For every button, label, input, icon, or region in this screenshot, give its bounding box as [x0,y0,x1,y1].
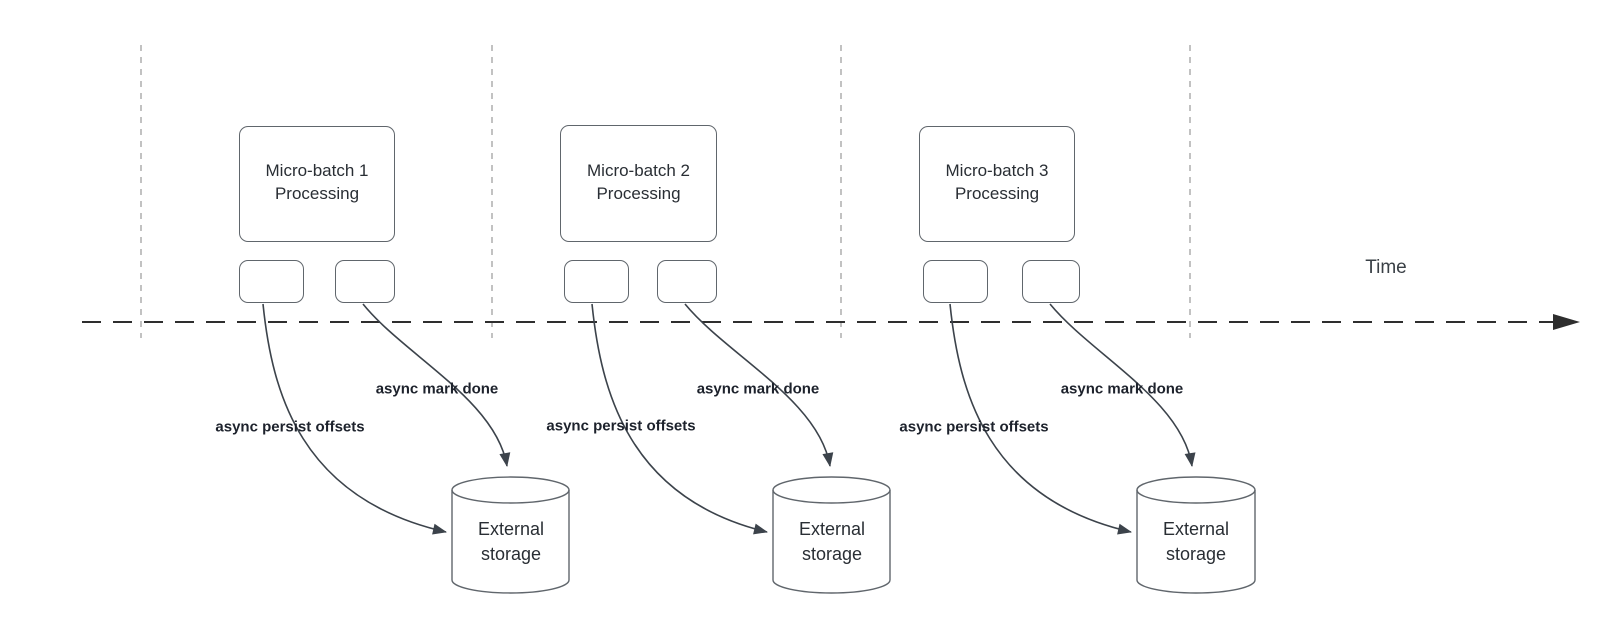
persist-offsets-arrow-3 [949,303,1132,535]
persist-offsets-arrow-1 [262,303,447,535]
micro-batch-1-box: Micro-batch 1 Processing [239,126,395,242]
task-box-2-right [657,260,717,303]
mark-done-arrow-1 [362,303,511,467]
task-box-1-left [239,260,304,303]
mark-done-arrow-3 [1049,303,1196,467]
persist-offsets-label-2: async persist offsets [546,417,696,435]
micro-batch-2-box: Micro-batch 2 Processing [560,125,717,242]
task-box-2-left [564,260,629,303]
persist-offsets-label-1: async persist offsets [215,418,365,436]
storage-label-3: External storage [1162,519,1230,564]
persist-offsets-arrow-2 [591,303,768,535]
external-storage-cylinder-3 [1136,476,1256,594]
micro-batch-3-box: Micro-batch 3 Processing [919,126,1075,242]
task-box-3-left [923,260,988,303]
storage-label-1: External storage [477,519,545,564]
external-storage-cylinder-2 [772,476,891,594]
mark-done-label-1: async mark done [375,380,499,398]
timeline-arrowhead-icon [1553,314,1580,330]
external-storage-cylinder-1 [451,476,570,594]
storage-label-2: External storage [798,519,866,564]
mark-done-arrow-2 [684,303,834,467]
mark-done-label-2: async mark done [696,380,820,398]
persist-offsets-label-3: async persist offsets [899,418,1049,436]
mark-done-label-3: async mark done [1060,380,1184,398]
task-box-1-right [335,260,395,303]
task-box-3-right [1022,260,1080,303]
time-axis-label: Time [1365,257,1407,278]
